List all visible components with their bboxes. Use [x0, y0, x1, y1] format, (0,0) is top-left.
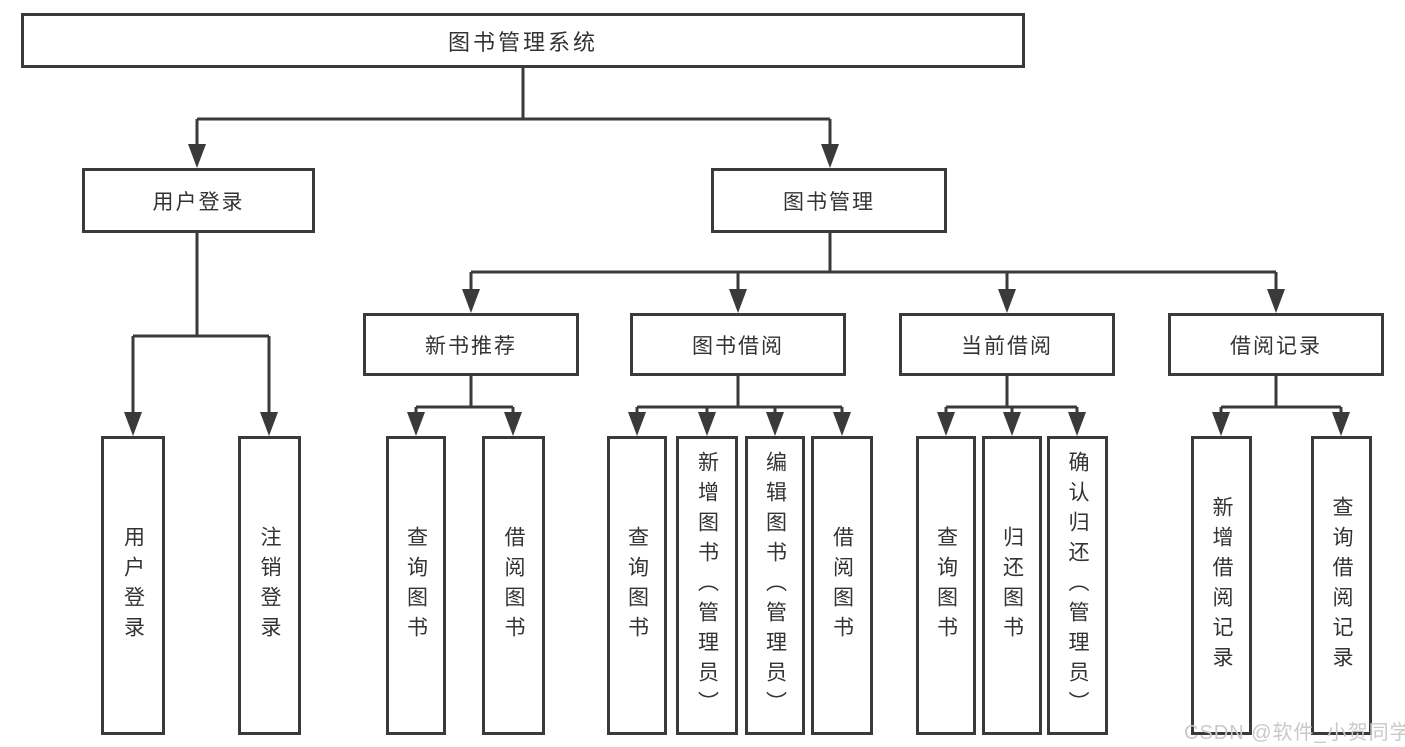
node-book-management: 图书管理: [711, 168, 947, 233]
node-book-borrow: 图书借阅: [630, 313, 846, 376]
node-label: 图书借阅: [692, 334, 784, 358]
node-label: 新增借阅记录: [1210, 495, 1233, 676]
node-label: 查询图书: [404, 525, 428, 646]
leaf-logout: 注销登录: [238, 436, 301, 735]
node-label: 查询图书: [934, 525, 958, 646]
leaf-confirm-return-admin: 确认归还（管理员）: [1047, 436, 1108, 735]
node-label: 图书管理系统: [447, 29, 598, 55]
node-label: 借阅图书: [830, 525, 854, 646]
node-label: 查询借阅记录: [1330, 495, 1353, 676]
node-label: 确认归还（管理员）: [1066, 450, 1089, 721]
node-label: 用户登录: [121, 525, 145, 646]
node-new-book-recommend: 新书推荐: [363, 313, 579, 376]
node-label: 新书推荐: [425, 334, 517, 358]
node-library-management-system: 图书管理系统: [21, 13, 1025, 68]
leaf-query-books-current: 查询图书: [916, 436, 976, 735]
node-borrow-records: 借阅记录: [1168, 313, 1384, 376]
leaf-return-book: 归还图书: [982, 436, 1042, 735]
csdn-watermark: CSDN @软件_小贺同学: [1184, 722, 1405, 744]
leaf-query-borrow-record: 查询借阅记录: [1311, 436, 1372, 735]
leaf-add-borrow-record: 新增借阅记录: [1191, 436, 1252, 735]
node-label: 查询图书: [625, 525, 649, 646]
node-label: 新增图书（管理员）: [695, 450, 719, 721]
node-label: 归还图书: [1000, 525, 1024, 646]
leaf-borrow-books-recommend: 借阅图书: [482, 436, 545, 735]
node-user-login: 用户登录: [82, 168, 315, 233]
node-label: 图书管理: [783, 190, 875, 214]
leaf-user-login: 用户登录: [101, 436, 165, 735]
node-label: 借阅记录: [1230, 334, 1322, 358]
arrowheads: [124, 144, 1350, 436]
node-label: 注销登录: [258, 525, 281, 646]
leaf-query-books-recommend: 查询图书: [386, 436, 446, 735]
node-current-borrow: 当前借阅: [899, 313, 1115, 376]
node-label: 用户登录: [152, 190, 245, 214]
leaf-edit-book-admin: 编辑图书（管理员）: [745, 436, 805, 735]
node-label: 借阅图书: [502, 525, 525, 646]
leaf-add-book-admin: 新增图书（管理员）: [676, 436, 738, 735]
leaf-query-books-borrow: 查询图书: [607, 436, 667, 735]
node-label: 编辑图书（管理员）: [763, 450, 787, 721]
node-label: 当前借阅: [961, 334, 1053, 358]
leaf-borrow-books: 借阅图书: [811, 436, 873, 735]
